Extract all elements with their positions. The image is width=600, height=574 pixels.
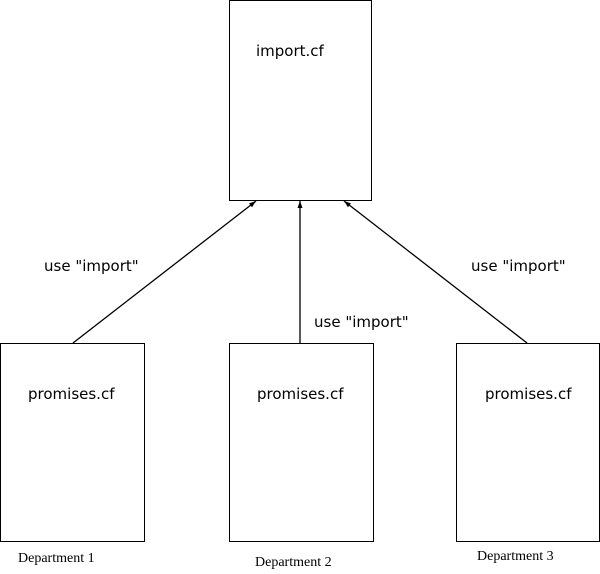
edge-label-dept1: use "import": [44, 257, 139, 275]
edge-dept1-to-import: [72, 200, 257, 344]
promises-file-box-dept2: [229, 343, 374, 542]
edge-label-dept2: use "import": [314, 313, 409, 331]
promises-file-label-dept2: promises.cf: [257, 385, 344, 403]
department-label-2: Department 2: [255, 555, 332, 570]
import-file-box: [229, 0, 372, 201]
edge-dept3-to-import: [343, 200, 528, 344]
promises-file-box-dept1: [0, 343, 145, 542]
edge-label-dept3: use "import": [471, 257, 566, 275]
promises-file-label-dept3: promises.cf: [485, 385, 572, 403]
department-label-3: Department 3: [477, 549, 554, 564]
department-label-1: Department 1: [18, 551, 95, 566]
import-file-label: import.cf: [256, 42, 324, 60]
promises-file-box-dept3: [456, 343, 600, 542]
promises-file-label-dept1: promises.cf: [28, 385, 115, 403]
